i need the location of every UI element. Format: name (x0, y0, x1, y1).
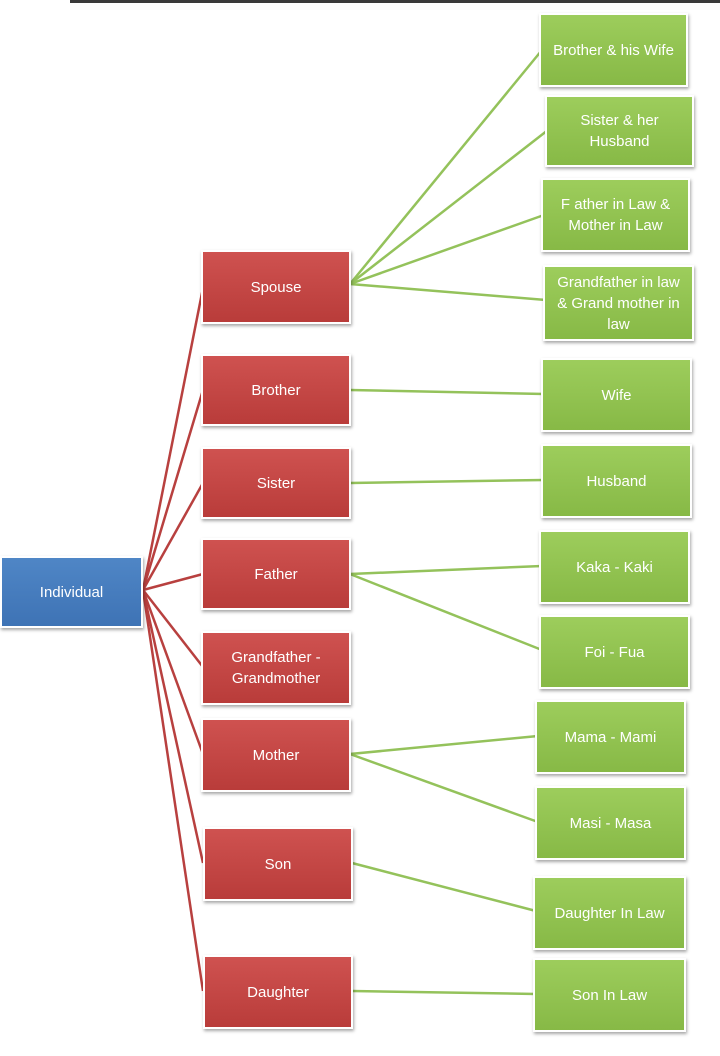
connector-brother-wife (349, 388, 545, 396)
kin-label: Grandfather in law & Grand mother in law (557, 273, 680, 333)
relation-node-son: Son (203, 827, 353, 901)
kin-node-masi-masa: Masi - Masa (535, 786, 686, 860)
relation-node-father: Father (201, 538, 351, 610)
connector-spouse-brother-wife (349, 49, 543, 285)
kin-node-sister-and-husband: Sister & her Husband (545, 95, 694, 167)
kin-node-son-in-law: Son In Law (533, 958, 686, 1032)
kin-node-parents-in-law: F ather in Law & Mother in Law (541, 178, 690, 252)
connector-individual-grandparents (142, 589, 204, 668)
kin-label: F ather in Law & Mother in Law (560, 196, 671, 234)
connector-individual-brother (141, 389, 205, 591)
relation-label: Daughter (247, 983, 309, 1001)
relation-label: Brother (251, 381, 301, 399)
relation-node-sister: Sister (201, 447, 351, 519)
relation-label: Spouse (250, 278, 302, 296)
kin-node-foi-fua: Foi - Fua (539, 615, 690, 689)
kin-label: Mama - Mami (564, 728, 657, 746)
relation-label: Father (254, 565, 298, 583)
kin-node-husband: Husband (541, 444, 692, 518)
relation-node-daughter: Daughter (203, 955, 353, 1029)
connector-spouse-grand-inlaws (349, 282, 547, 302)
connector-son-daughter-in-law (351, 861, 537, 913)
kin-label: Sister & her Husband (580, 112, 659, 150)
connector-individual-sister (141, 482, 205, 591)
individual-label: Individual (39, 583, 104, 601)
top-border (70, 0, 720, 3)
connector-mother-mama (349, 734, 539, 756)
kin-label: Husband (586, 472, 647, 490)
connector-individual-spouse (141, 287, 205, 591)
kin-label: Foi - Fua (584, 643, 645, 661)
kin-node-kaka-kaki: Kaka - Kaki (539, 530, 690, 604)
relation-node-mother: Mother (201, 718, 351, 792)
connector-individual-daughter (141, 589, 205, 992)
connector-individual-father (142, 572, 204, 592)
kin-node-wife: Wife (541, 358, 692, 432)
kin-node-mama-mami: Mama - Mami (535, 700, 686, 774)
connector-individual-son (141, 589, 205, 864)
kin-label: Brother & his Wife (553, 41, 674, 59)
relation-label: Sister (256, 474, 296, 492)
relation-label: Son (264, 855, 292, 873)
connector-spouse-sister-husband (349, 129, 549, 285)
kin-label: Daughter In Law (554, 904, 665, 922)
relation-node-brother: Brother (201, 354, 351, 426)
kin-label: Kaka - Kaki (576, 558, 653, 576)
relation-label: Grandfather - Grandmother (231, 649, 321, 687)
kin-label: Wife (601, 386, 632, 404)
kin-label: Son In Law (571, 986, 648, 1004)
connector-father-foi (349, 572, 543, 652)
connector-daughter-son-in-law (351, 989, 537, 996)
kin-label: Masi - Masa (569, 814, 652, 832)
relation-node-spouse: Spouse (201, 250, 351, 324)
connector-sister-husband (349, 478, 545, 485)
kin-node-brother-and-wife: Brother & his Wife (539, 13, 688, 87)
kin-node-grandparents-in-law: Grandfather in law & Grand mother in law (543, 265, 694, 341)
relation-label: Mother (252, 746, 300, 764)
connector-father-kaka (349, 564, 543, 576)
relation-node-grandparents: Grandfather - Grandmother (201, 631, 351, 705)
connector-individual-mother (141, 589, 205, 755)
connector-spouse-inlaws (349, 213, 545, 286)
individual-node: Individual (0, 556, 143, 628)
connector-mother-masi (349, 752, 539, 824)
kin-node-daughter-in-law: Daughter In Law (533, 876, 686, 950)
